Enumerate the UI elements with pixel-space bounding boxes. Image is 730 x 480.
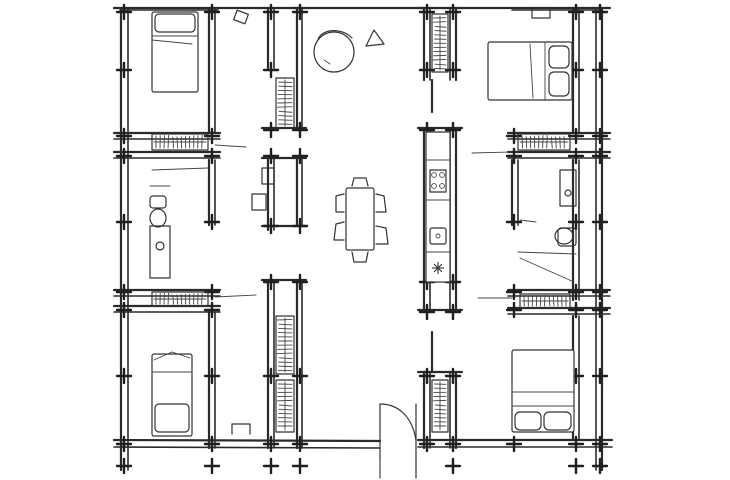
post-mark [444, 3, 462, 21]
post-mark [203, 435, 221, 453]
post-mark [444, 367, 462, 385]
post-mark [505, 283, 523, 301]
small-chair-left [251, 167, 275, 211]
post-mark [567, 127, 585, 145]
post-mark [567, 147, 585, 165]
post-mark [591, 127, 609, 145]
wardrobes [151, 13, 571, 433]
wardrobe [151, 133, 209, 151]
post-mark [262, 217, 280, 235]
post-mark [444, 457, 462, 475]
post-mark [591, 213, 609, 231]
post-mark [291, 217, 309, 235]
post-mark [262, 367, 280, 385]
post-mark [567, 213, 585, 231]
post-mark [418, 435, 436, 453]
lamp-triangle [365, 29, 385, 47]
bathroom-right [517, 169, 577, 283]
post-mark [262, 147, 280, 165]
post-mark [115, 213, 133, 231]
post-mark [115, 457, 133, 475]
post-mark [567, 283, 585, 301]
bed-top-left [151, 11, 199, 93]
post-mark [203, 457, 221, 475]
post-mark [115, 367, 133, 385]
post-mark [444, 435, 462, 453]
post-mark [291, 273, 309, 291]
post-mark [203, 147, 221, 165]
post-mark [591, 367, 609, 385]
post-mark [418, 367, 436, 385]
post-mark [262, 3, 280, 21]
bed-bottom-right [511, 349, 575, 433]
post-mark [203, 213, 221, 231]
post-mark [291, 3, 309, 21]
post-mark [291, 121, 309, 139]
post-mark [418, 3, 436, 21]
post-mark [291, 367, 309, 385]
post-mark [115, 3, 133, 21]
bed-top-right [487, 41, 573, 101]
post-mark [291, 147, 309, 165]
post-mark [567, 3, 585, 21]
post-mark [505, 435, 523, 453]
post-mark [591, 435, 609, 453]
post-mark [567, 457, 585, 475]
entry-door [379, 403, 417, 479]
wardrobe [275, 77, 295, 129]
post-mark [505, 213, 523, 231]
bathroom-left [149, 167, 209, 279]
post-mark [262, 457, 280, 475]
post-mark [115, 127, 133, 145]
post-mark [591, 301, 609, 319]
round-rug-or-chair [313, 30, 355, 73]
wardrobe [431, 13, 449, 73]
post-mark [505, 301, 523, 319]
post-mark [262, 273, 280, 291]
post-mark [591, 283, 609, 301]
kitchen-counter [425, 131, 451, 283]
post-mark [115, 435, 133, 453]
post-mark [505, 147, 523, 165]
post-mark [115, 61, 133, 79]
post-mark [115, 283, 133, 301]
bed-bottom-left [151, 351, 193, 437]
stool-top-left [233, 9, 249, 25]
post-mark [291, 457, 309, 475]
stool-top-right [531, 7, 551, 19]
post-mark [591, 457, 609, 475]
post-mark [418, 303, 436, 321]
post-mark [262, 121, 280, 139]
post-mark [262, 61, 280, 79]
interior-walls [207, 6, 580, 450]
post-mark [444, 121, 462, 139]
post-mark [444, 303, 462, 321]
post-mark [262, 435, 280, 453]
post-mark [591, 147, 609, 165]
wardrobe [151, 291, 209, 307]
post-mark [203, 301, 221, 319]
post-mark [567, 435, 585, 453]
post-mark [203, 3, 221, 21]
wardrobe [275, 379, 295, 433]
structural-posts [115, 3, 609, 475]
post-mark [203, 367, 221, 385]
post-mark [567, 301, 585, 319]
wardrobe [431, 379, 449, 433]
dining-table [333, 177, 389, 263]
wardrobe [275, 315, 295, 375]
post-mark [115, 147, 133, 165]
post-mark [505, 127, 523, 145]
small-table-bottom-left [231, 423, 251, 435]
wardrobe [517, 133, 571, 151]
post-mark [203, 127, 221, 145]
post-mark [115, 301, 133, 319]
wardrobe [519, 293, 571, 309]
post-mark [591, 3, 609, 21]
post-mark [291, 435, 309, 453]
post-mark [591, 61, 609, 79]
